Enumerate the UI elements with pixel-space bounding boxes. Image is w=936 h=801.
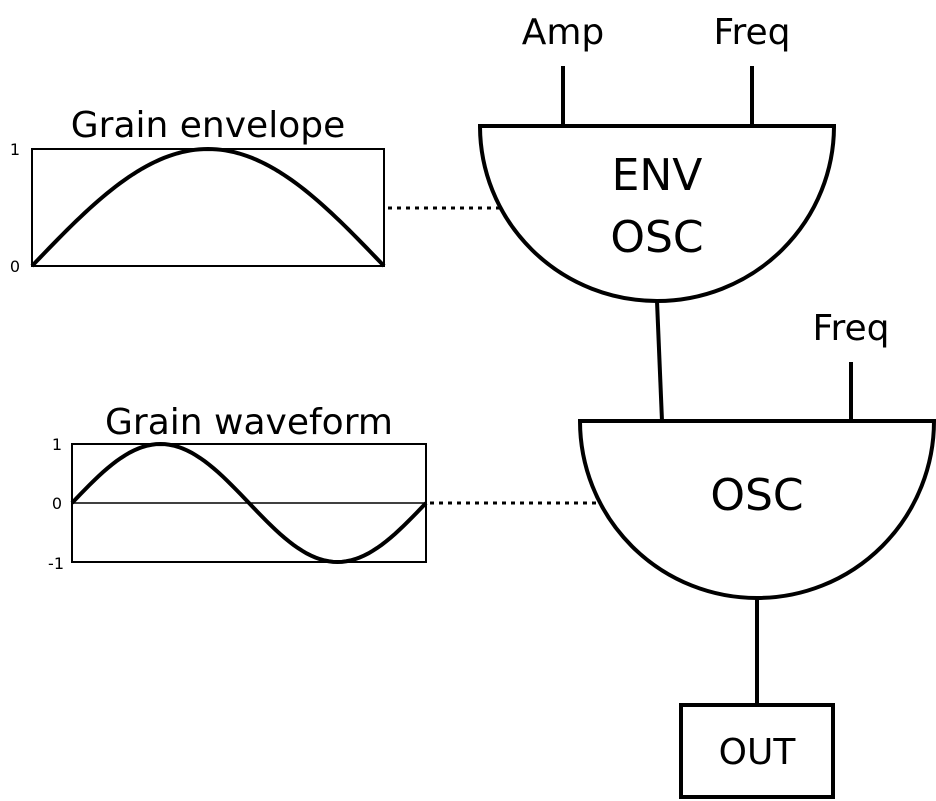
osc-label: OSC — [710, 470, 803, 521]
envelope-tick-1: 1 — [10, 140, 20, 159]
grain-envelope-title: Grain envelope — [71, 105, 345, 146]
output-node: OUT — [679, 703, 835, 799]
osc-shape — [577, 419, 936, 600]
env-osc-label-line2: OSC — [610, 212, 703, 263]
grain-envelope-curve — [30, 146, 386, 268]
env-osc-unit: Amp Freq ENV OSC — [477, 12, 837, 303]
out-box — [679, 703, 835, 799]
osc-unit: Freq OSC — [577, 308, 936, 600]
osc-freq-input-label: Freq — [812, 308, 889, 349]
waveform-tick-minus-1: -1 — [48, 554, 64, 573]
waveform-tick-1: 1 — [52, 435, 62, 454]
out-label: OUT — [719, 732, 797, 773]
env-osc-shape — [477, 124, 837, 303]
grain-envelope-plot: Grain envelope 1 0 — [10, 105, 386, 276]
env-osc-label-line1: ENV — [612, 150, 703, 201]
env-freq-input-label: Freq — [713, 12, 790, 53]
grain-waveform-plot: Grain waveform 1 0 -1 — [48, 402, 428, 573]
env-osc-to-osc-line — [655, 300, 664, 422]
envelope-tick-0: 0 — [10, 257, 20, 276]
grain-envelope-frame — [31, 148, 385, 267]
grain-waveform-curve — [70, 441, 428, 565]
waveform-tick-0: 0 — [52, 494, 62, 513]
amp-input-label: Amp — [522, 12, 605, 53]
grain-waveform-title: Grain waveform — [105, 402, 393, 443]
